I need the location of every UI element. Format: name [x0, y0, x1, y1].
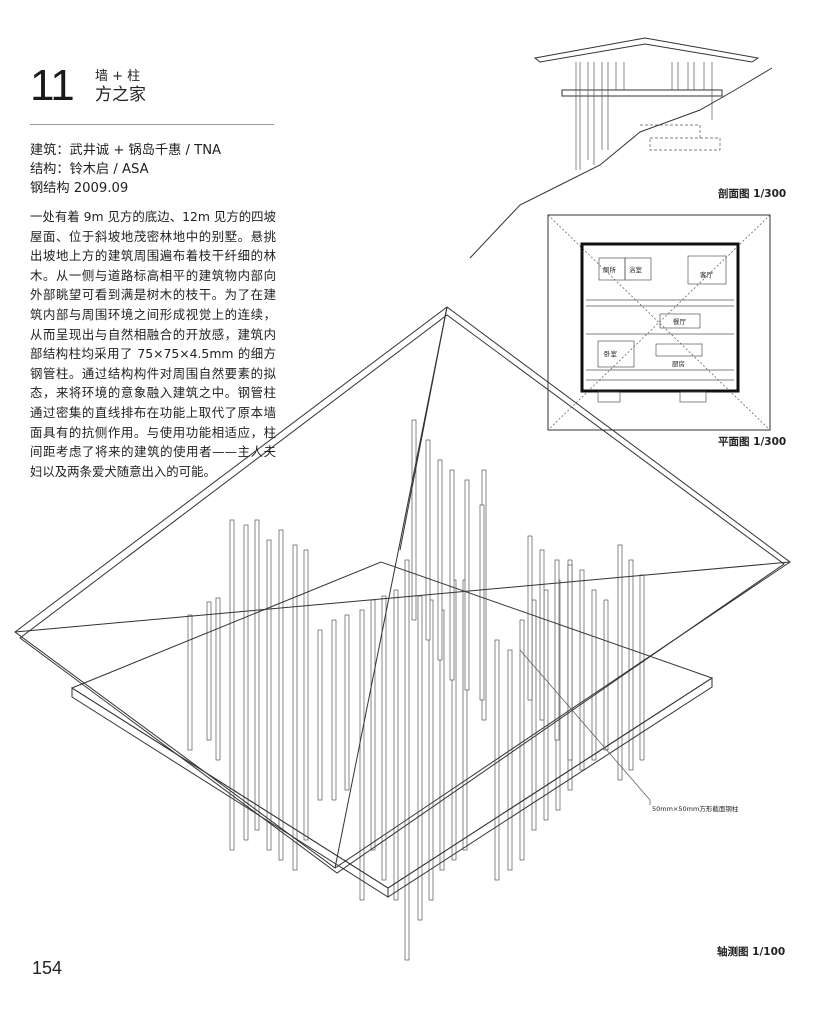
plan-caption: 平面图 1/300 [718, 436, 787, 448]
axo-column [531, 599, 537, 831]
axo-column [254, 519, 260, 831]
axo-column [543, 589, 549, 821]
section-columns [575, 62, 713, 170]
axo-column [567, 559, 573, 791]
credit-architect: 建筑：武井诚 + 锅岛千惠 / TNA [30, 143, 222, 158]
axo-columns [187, 419, 645, 961]
axo-column [393, 589, 399, 901]
column-note: 50mm×50mm方形截面钢柱 [652, 805, 739, 813]
room-bath: 浴室 [629, 265, 643, 274]
axo-column [215, 597, 221, 761]
axo-column [381, 595, 387, 881]
page-number: 154 [32, 958, 63, 978]
chapter-title: 方之家 [95, 85, 146, 105]
axo-column [425, 439, 431, 641]
room-dining: 餐厅 [673, 317, 687, 326]
axo-column [243, 524, 249, 841]
credit-date: 钢结构 2009.09 [30, 181, 129, 196]
axo-column [639, 574, 645, 761]
axo-column [278, 529, 284, 861]
axo-column [417, 595, 423, 921]
axo-column [617, 544, 623, 781]
axo-column [464, 479, 470, 691]
axo-column [603, 599, 609, 751]
axo-column [317, 629, 323, 801]
room-living: 客厅 [700, 270, 714, 279]
axo-column [539, 549, 545, 721]
axo-column [439, 609, 445, 871]
description-text: 一处有着 9m 见方的底边、12m 见方的四坡屋面、位于斜坡地茂密林地中的别墅。… [30, 209, 276, 479]
axo-column [449, 469, 455, 681]
axo-column [507, 649, 513, 871]
axo-column [344, 614, 350, 791]
section-caption: 剖面图 1/300 [718, 188, 787, 200]
axo-column [428, 599, 434, 901]
axo-column [359, 609, 365, 901]
axo-column [187, 614, 193, 751]
axo-column [404, 559, 410, 961]
title-divider [30, 124, 274, 125]
axo-column [411, 419, 417, 621]
room-bedroom: 卧室 [604, 349, 618, 358]
axo-column [292, 544, 298, 871]
axo-column [206, 601, 212, 741]
axo-column [303, 549, 309, 841]
chapter-number: 11 [30, 61, 75, 110]
credit-structure: 结构：铃木启 / ASA [30, 162, 149, 177]
axo-column [579, 569, 585, 771]
axo-column [331, 619, 337, 801]
axo-column [370, 599, 376, 851]
room-kitchen: 厨房 [672, 359, 685, 368]
axo-column [437, 459, 443, 661]
axo-column [591, 589, 597, 761]
axo-column [494, 639, 500, 881]
chapter-subtitle: 墙 + 柱 [95, 69, 141, 84]
axo-column [481, 469, 487, 721]
axo-column [462, 579, 468, 851]
axo-column [628, 559, 634, 771]
axo-caption: 轴测图 1/100 [717, 946, 786, 958]
axo-column [527, 535, 533, 701]
plan-floor-lines [586, 299, 734, 381]
axo-column [229, 519, 235, 851]
room-toilet: 厕所 [603, 265, 617, 274]
axo-column [554, 559, 560, 741]
axo-column [567, 564, 573, 761]
axo-column [519, 619, 525, 861]
axo-column [451, 579, 457, 861]
axo-column [555, 579, 561, 811]
axo-column [479, 504, 485, 701]
axo-column [266, 539, 272, 851]
